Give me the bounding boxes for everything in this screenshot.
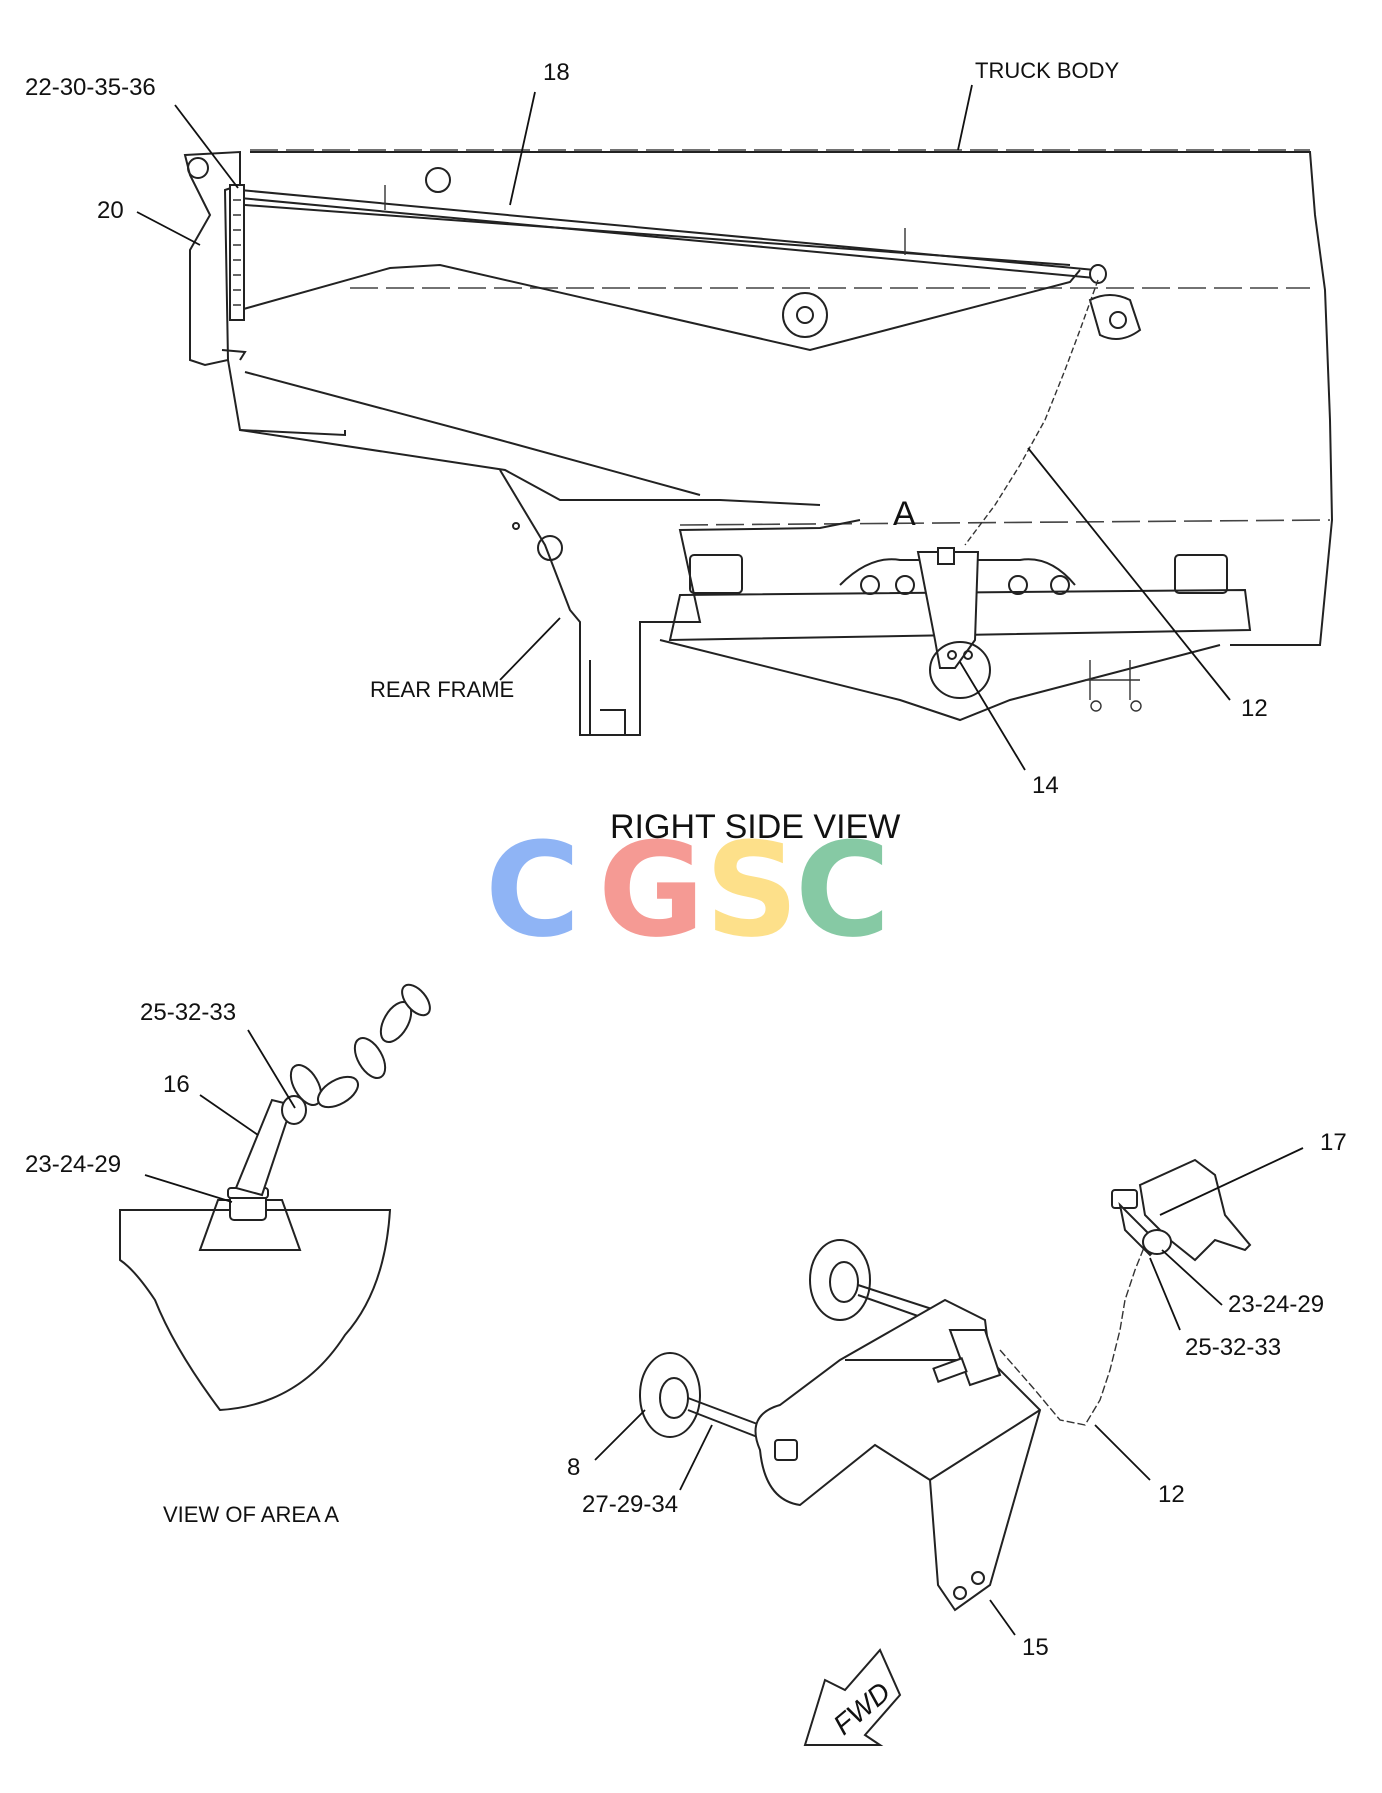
callout-27-29-34: 27-29-34 <box>582 1491 678 1518</box>
detail-chain <box>289 983 431 1109</box>
detail-bracket-body <box>119 1209 392 1412</box>
body-hinge <box>425 167 451 193</box>
hanging-fitting-1 <box>1090 700 1102 712</box>
callout-23-24-29-detail: 23-24-29 <box>25 1151 121 1178</box>
frame-leg <box>589 660 626 735</box>
label-truck-body: TRUCK BODY <box>975 58 1120 83</box>
bracket-hole-1 <box>953 1586 967 1600</box>
body-support-arm <box>239 263 1081 352</box>
watermark-letter-2: G <box>598 814 705 966</box>
rod-storage-bracket <box>221 184 247 361</box>
hinge-bracket-hole <box>1109 311 1127 329</box>
body-front-plate <box>183 150 241 367</box>
body-pad-left <box>689 554 743 594</box>
right-side-view <box>183 149 1334 736</box>
callout-23-24-29-iso: 23-24-29 <box>1228 1291 1324 1318</box>
frame-dashed-line <box>679 519 1331 526</box>
callout-16: 16 <box>163 1071 190 1098</box>
bracket-bolt-head <box>774 1439 798 1461</box>
detail-shackle-pin <box>281 1095 307 1125</box>
main-view-callouts: 22-30-35-36 18 20 TRUCK BODY A 12 14 REA… <box>25 58 1268 799</box>
area-marker-a: A <box>893 495 916 533</box>
hinge-bracket <box>1088 294 1142 340</box>
upper-nut <box>1142 1229 1172 1255</box>
body-underside <box>227 359 346 437</box>
fwd-arrow <box>803 1648 902 1746</box>
callout-25-32-33-iso: 25-32-33 <box>1185 1334 1281 1361</box>
body-inner-line <box>244 371 701 496</box>
detail-view-caption: VIEW OF AREA A <box>163 1502 339 1527</box>
callout-8: 8 <box>567 1454 580 1481</box>
callout-22-30-35-36: 22-30-35-36 <box>25 74 156 101</box>
safety-chain-main <box>964 279 1099 546</box>
cgsc-watermark: C G S C <box>485 814 890 966</box>
bracket-pin-lever <box>932 1357 968 1383</box>
detail-mount-block <box>198 1199 302 1251</box>
axle-front <box>687 1397 761 1439</box>
cross-member-hole-4 <box>1050 575 1070 595</box>
rear-frame-lower <box>659 639 1221 722</box>
callout-15: 15 <box>1022 1634 1049 1661</box>
rear-frame-outline <box>499 469 861 736</box>
label-rear-frame: REAR FRAME <box>370 677 514 702</box>
hanging-fittings <box>1085 660 1140 700</box>
body-up-rod <box>239 185 1107 284</box>
detail-view-area-a: 25-32-33 16 23-24-29 VIEW OF AREA A <box>25 983 431 1527</box>
cross-member-hole-3 <box>1008 575 1028 595</box>
rear-frame-pin <box>537 535 563 561</box>
safety-chain-iso <box>999 1244 1146 1426</box>
callout-17: 17 <box>1320 1129 1347 1156</box>
callout-25-32-33-detail: 25-32-33 <box>140 999 236 1026</box>
isometric-assembly: 17 23-24-29 25-32-33 12 8 27-29-34 15 <box>567 1129 1347 1661</box>
view-title-right-side: RIGHT SIDE VIEW <box>610 808 900 846</box>
forward-direction-indicator: FWD <box>803 1648 902 1746</box>
truck-body-outline <box>250 151 1334 646</box>
hanging-fitting-2 <box>1130 700 1142 712</box>
rear-frame-pin-small <box>512 522 520 530</box>
rear-frame-rail <box>668 588 1252 642</box>
callout-18: 18 <box>543 59 570 86</box>
chain-anchor-bracket <box>916 547 991 699</box>
roller-front <box>639 1352 701 1438</box>
callout-12-iso: 12 <box>1158 1481 1185 1508</box>
pivot-inner <box>796 306 814 324</box>
watermark-letter-3: S <box>705 814 799 966</box>
pivot-outer <box>782 292 828 338</box>
bracket-hole-2 <box>971 1571 985 1585</box>
front-pin-circle <box>187 157 209 179</box>
upper-bolt <box>1111 1189 1138 1209</box>
callout-14: 14 <box>1032 772 1059 799</box>
body-side-line <box>239 429 821 506</box>
chain-anchor-bracket-15 <box>754 1298 1042 1612</box>
body-pad-right <box>1174 554 1228 594</box>
watermark-letter-1: C <box>485 814 580 966</box>
callout-12-main: 12 <box>1241 695 1268 722</box>
cross-member-hole-2 <box>895 575 915 595</box>
roller-rear <box>809 1239 871 1321</box>
watermark-letter-4: C <box>795 814 890 966</box>
callout-20: 20 <box>97 197 124 224</box>
cross-member-hole-1 <box>860 575 880 595</box>
